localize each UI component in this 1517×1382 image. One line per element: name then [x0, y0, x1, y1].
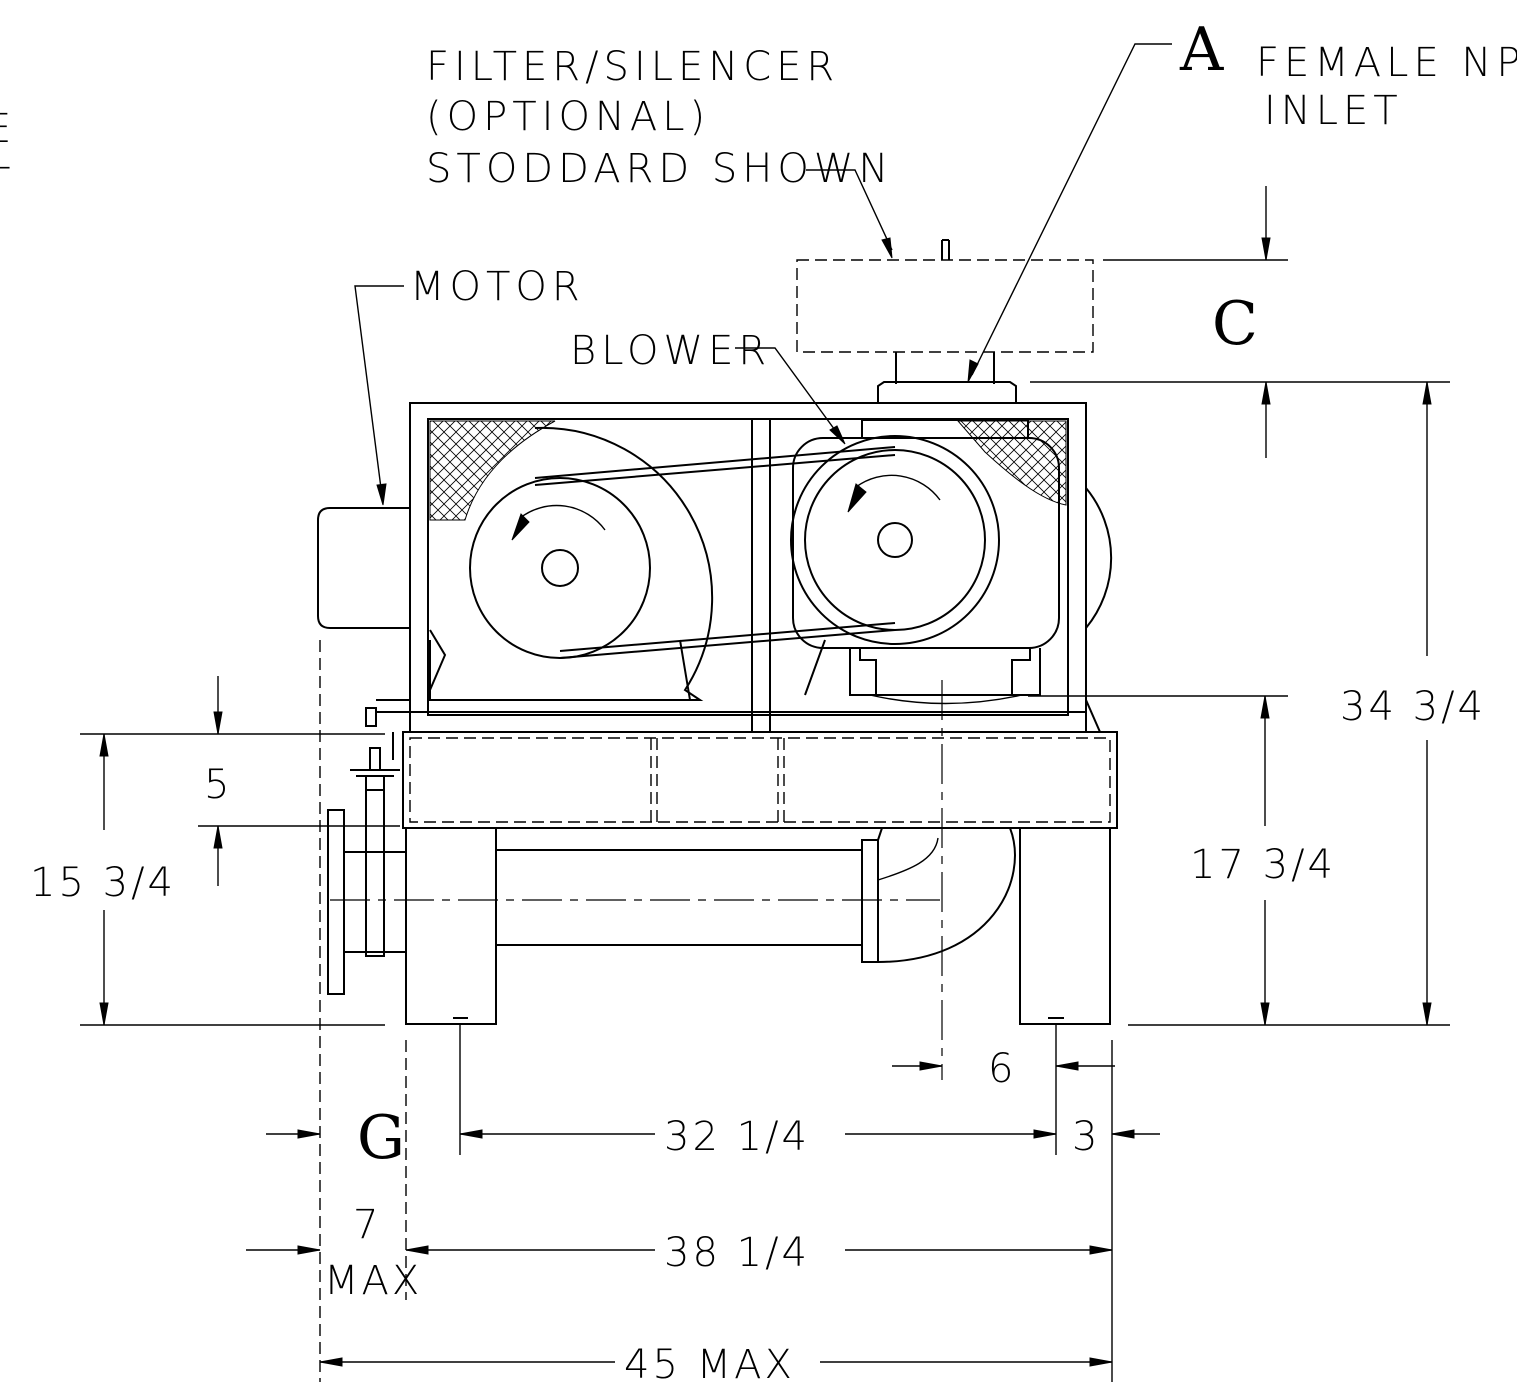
dimension-letter-g: G [357, 1103, 405, 1173]
dim-width-3: 3 [1072, 1114, 1100, 1160]
dim-offset-6: 6 [988, 1046, 1016, 1092]
v-belt [534, 446, 896, 659]
dim-seven-max: MAX [324, 1258, 422, 1304]
dim-overall-width: 45 MAX [624, 1342, 795, 1382]
guard-screen-right [956, 420, 1067, 506]
dim-seven: 7 [353, 1202, 381, 1248]
blower-inlet-flange [877, 381, 1017, 402]
blower-label: BLOWER [570, 328, 771, 374]
left-edge-text-1: E [0, 106, 16, 152]
guard-screen-left [429, 420, 556, 521]
dim-width-38: 38 1/4 [664, 1230, 810, 1276]
dim-offset-5: 5 [204, 762, 232, 808]
inlet-letter: A [1179, 15, 1224, 85]
leaders [354, 43, 1172, 506]
dim-base-height: 17 3/4 [1190, 842, 1336, 888]
dim-overall-height: 34 3/4 [1340, 684, 1486, 730]
filter-silencer [796, 239, 1094, 384]
dimension-lines [80, 186, 1450, 1382]
motor-label: MOTOR [410, 264, 585, 310]
dim-left-height: 15 3/4 [30, 860, 176, 906]
belt-guard-frame [409, 402, 1087, 733]
left-edge-text-2: T [0, 160, 15, 206]
dim-width-32: 32 1/4 [664, 1114, 810, 1160]
filter-label-line3: STODDARD SHOWN [426, 146, 893, 192]
filter-label-line1: FILTER/SILENCER [426, 44, 839, 90]
inlet-label-line1: FEMALE NPT [1256, 40, 1517, 86]
dimension-letter-c: C [1212, 289, 1258, 359]
base-silencer [327, 699, 1118, 1025]
inlet-label-line2: INLET [1264, 88, 1403, 134]
filter-label-line2: (OPTIONAL) [426, 94, 710, 140]
